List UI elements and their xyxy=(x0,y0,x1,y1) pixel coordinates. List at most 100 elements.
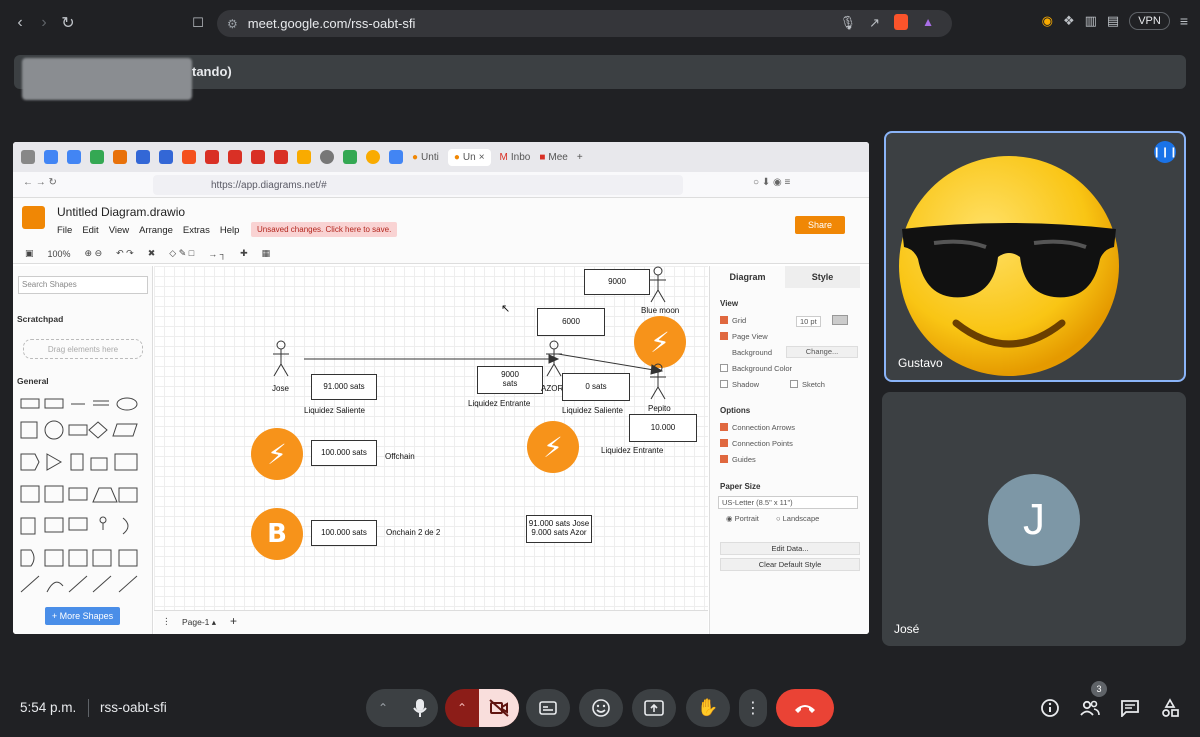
sidebar-icon[interactable]: ▥ xyxy=(1084,13,1097,28)
participant-name-jose: José xyxy=(894,622,920,636)
vpn-button[interactable]: VPN xyxy=(1129,12,1170,30)
participant-tile-jose[interactable]: J José xyxy=(882,392,1186,646)
actor-pepito xyxy=(650,363,666,400)
brave-rewards-icon[interactable]: ▲ xyxy=(922,15,934,29)
brave-shield-icon[interactable] xyxy=(894,14,908,30)
menu-edit: Edit xyxy=(82,225,99,236)
app-icon xyxy=(251,150,265,164)
address-bar[interactable]: ⚙ meet.google.com/rss-oabt-sfi 🎙 ↗ ▲ xyxy=(217,10,952,37)
raise-hand-button[interactable]: ✋ xyxy=(686,689,730,727)
checkbox-icon xyxy=(720,423,728,431)
drawio-tab-icon: ● xyxy=(412,151,419,163)
shared-nav-bar: ← → ↻ https://app.diagrams.net/# ○ ⬇ ◉ ≡ xyxy=(13,172,869,198)
label-azor: AZOR xyxy=(541,384,564,393)
scratchpad-title: Scratchpad xyxy=(17,314,64,324)
undo-redo-icons: ↶ ↷ xyxy=(116,248,134,258)
more-vert-icon: ⋮ xyxy=(745,700,761,717)
video-options-chevron-icon[interactable]: ⌃ xyxy=(457,701,468,715)
drive-icon xyxy=(90,150,104,164)
reload-icon[interactable]: ↻ xyxy=(61,15,75,32)
participant-tile-gustavo[interactable]: ❙❙❙ Gustavo xyxy=(884,131,1186,382)
scratchpad-drop-zone: Drag elements here xyxy=(23,339,143,359)
paper-size-select: US-Letter (8.5" x 11") xyxy=(718,496,858,509)
emoji-icon xyxy=(592,699,610,717)
avatar-jose: J xyxy=(988,474,1080,566)
audio-control-group: ⌃ xyxy=(366,689,438,727)
wallet-icon[interactable]: ▤ xyxy=(1106,13,1120,28)
shared-address-bar: https://app.diagrams.net/# xyxy=(153,175,683,195)
address-text: meet.google.com/rss-oabt-sfi xyxy=(247,16,416,31)
bookmark-icon[interactable]: ☐ xyxy=(192,15,204,30)
tab-style: Style xyxy=(785,266,860,288)
share-page-icon[interactable]: ↗ xyxy=(869,15,880,30)
actor-jose xyxy=(273,340,289,377)
app-icon xyxy=(366,150,380,164)
box-6000: 6000 xyxy=(537,308,605,336)
participants-count-badge: 3 xyxy=(1091,681,1107,697)
shapes-grid xyxy=(20,397,138,593)
mouse-cursor-icon: ↖ xyxy=(501,303,511,315)
people-button[interactable] xyxy=(1078,696,1102,720)
lightning-icon: ⚡ xyxy=(527,421,579,473)
people-icon xyxy=(1080,700,1100,716)
format-panel-icon: ▣ xyxy=(25,248,34,258)
app-icon xyxy=(297,150,311,164)
menu-file: File xyxy=(57,225,73,236)
shared-tab: ●Unti xyxy=(412,151,439,163)
label-liquidez-saliente-2: Liquidez Saliente xyxy=(562,406,623,415)
edit-data-button: Edit Data... xyxy=(720,542,860,555)
menu-icon[interactable]: ≡ xyxy=(1179,13,1188,29)
box-91000: 91.000 sats xyxy=(311,374,377,400)
info-icon xyxy=(1041,699,1059,717)
captions-button[interactable] xyxy=(526,689,570,727)
chat-button[interactable] xyxy=(1118,696,1142,720)
hand-icon: ✋ xyxy=(697,698,719,717)
lightning-icon: ⚡ xyxy=(634,316,686,368)
box-100000-offchain: 100.000 sats xyxy=(311,440,377,466)
more-options-button[interactable]: ⋮ xyxy=(739,689,767,727)
meeting-details-button[interactable] xyxy=(1038,696,1062,720)
more-shapes-button: + More Shapes xyxy=(45,607,120,625)
label-liquidez-entrante-2: Liquidez Entrante xyxy=(601,446,664,455)
change-background-button: Change... xyxy=(786,346,858,358)
back-icon[interactable]: ‹ xyxy=(17,14,23,31)
search-shapes-input: Search Shapes xyxy=(18,276,148,294)
menu-extras: Extras xyxy=(182,225,210,236)
site-info-icon[interactable]: ⚙ xyxy=(227,16,238,31)
drawio-menu: File Edit View Arrange Extras Help xyxy=(57,225,239,236)
mic-icon[interactable] xyxy=(410,698,430,718)
page-view-option: Page View xyxy=(720,332,768,341)
box-0-sats: 0 sats xyxy=(562,373,630,401)
shapes-panel: Search Shapes Scratchpad Drag elements h… xyxy=(13,266,153,634)
checkbox-icon xyxy=(720,332,728,340)
extension-icon[interactable]: ◉ xyxy=(1041,13,1053,28)
leave-call-button[interactable] xyxy=(776,689,834,727)
general-title: General xyxy=(17,376,49,386)
zoom-level: 100% xyxy=(47,248,71,259)
insert-icon: ✚ xyxy=(240,248,248,258)
docs-icon xyxy=(44,150,58,164)
present-screen-icon xyxy=(644,700,664,716)
activities-button[interactable] xyxy=(1158,696,1182,720)
background-label: Background xyxy=(732,348,773,357)
drawio-logo-icon xyxy=(22,206,45,229)
app-icon xyxy=(320,150,334,164)
menu-arrange: Arrange xyxy=(139,225,173,236)
actor-blue-moon xyxy=(650,266,666,303)
app-icon xyxy=(228,150,242,164)
reactions-button[interactable] xyxy=(579,689,623,727)
audio-options-chevron-icon[interactable]: ⌃ xyxy=(378,701,389,715)
camera-off-button[interactable] xyxy=(479,689,519,727)
puzzle-icon[interactable]: ❖ xyxy=(1062,13,1075,28)
tab-icon xyxy=(21,150,35,164)
mic-icon[interactable]: 🎙 xyxy=(839,15,856,30)
camera-off-icon xyxy=(489,699,509,717)
shared-extension-icons: ○ ⬇ ◉ ≡ xyxy=(753,177,791,188)
sketch-option: Sketch xyxy=(790,380,825,389)
forward-icon[interactable]: › xyxy=(41,14,47,31)
meeting-code: rss-oabt-sfi xyxy=(100,700,167,715)
present-button[interactable] xyxy=(632,689,676,727)
page-tabs-bar: ⋮ Page-1 ▴ + xyxy=(154,610,708,634)
